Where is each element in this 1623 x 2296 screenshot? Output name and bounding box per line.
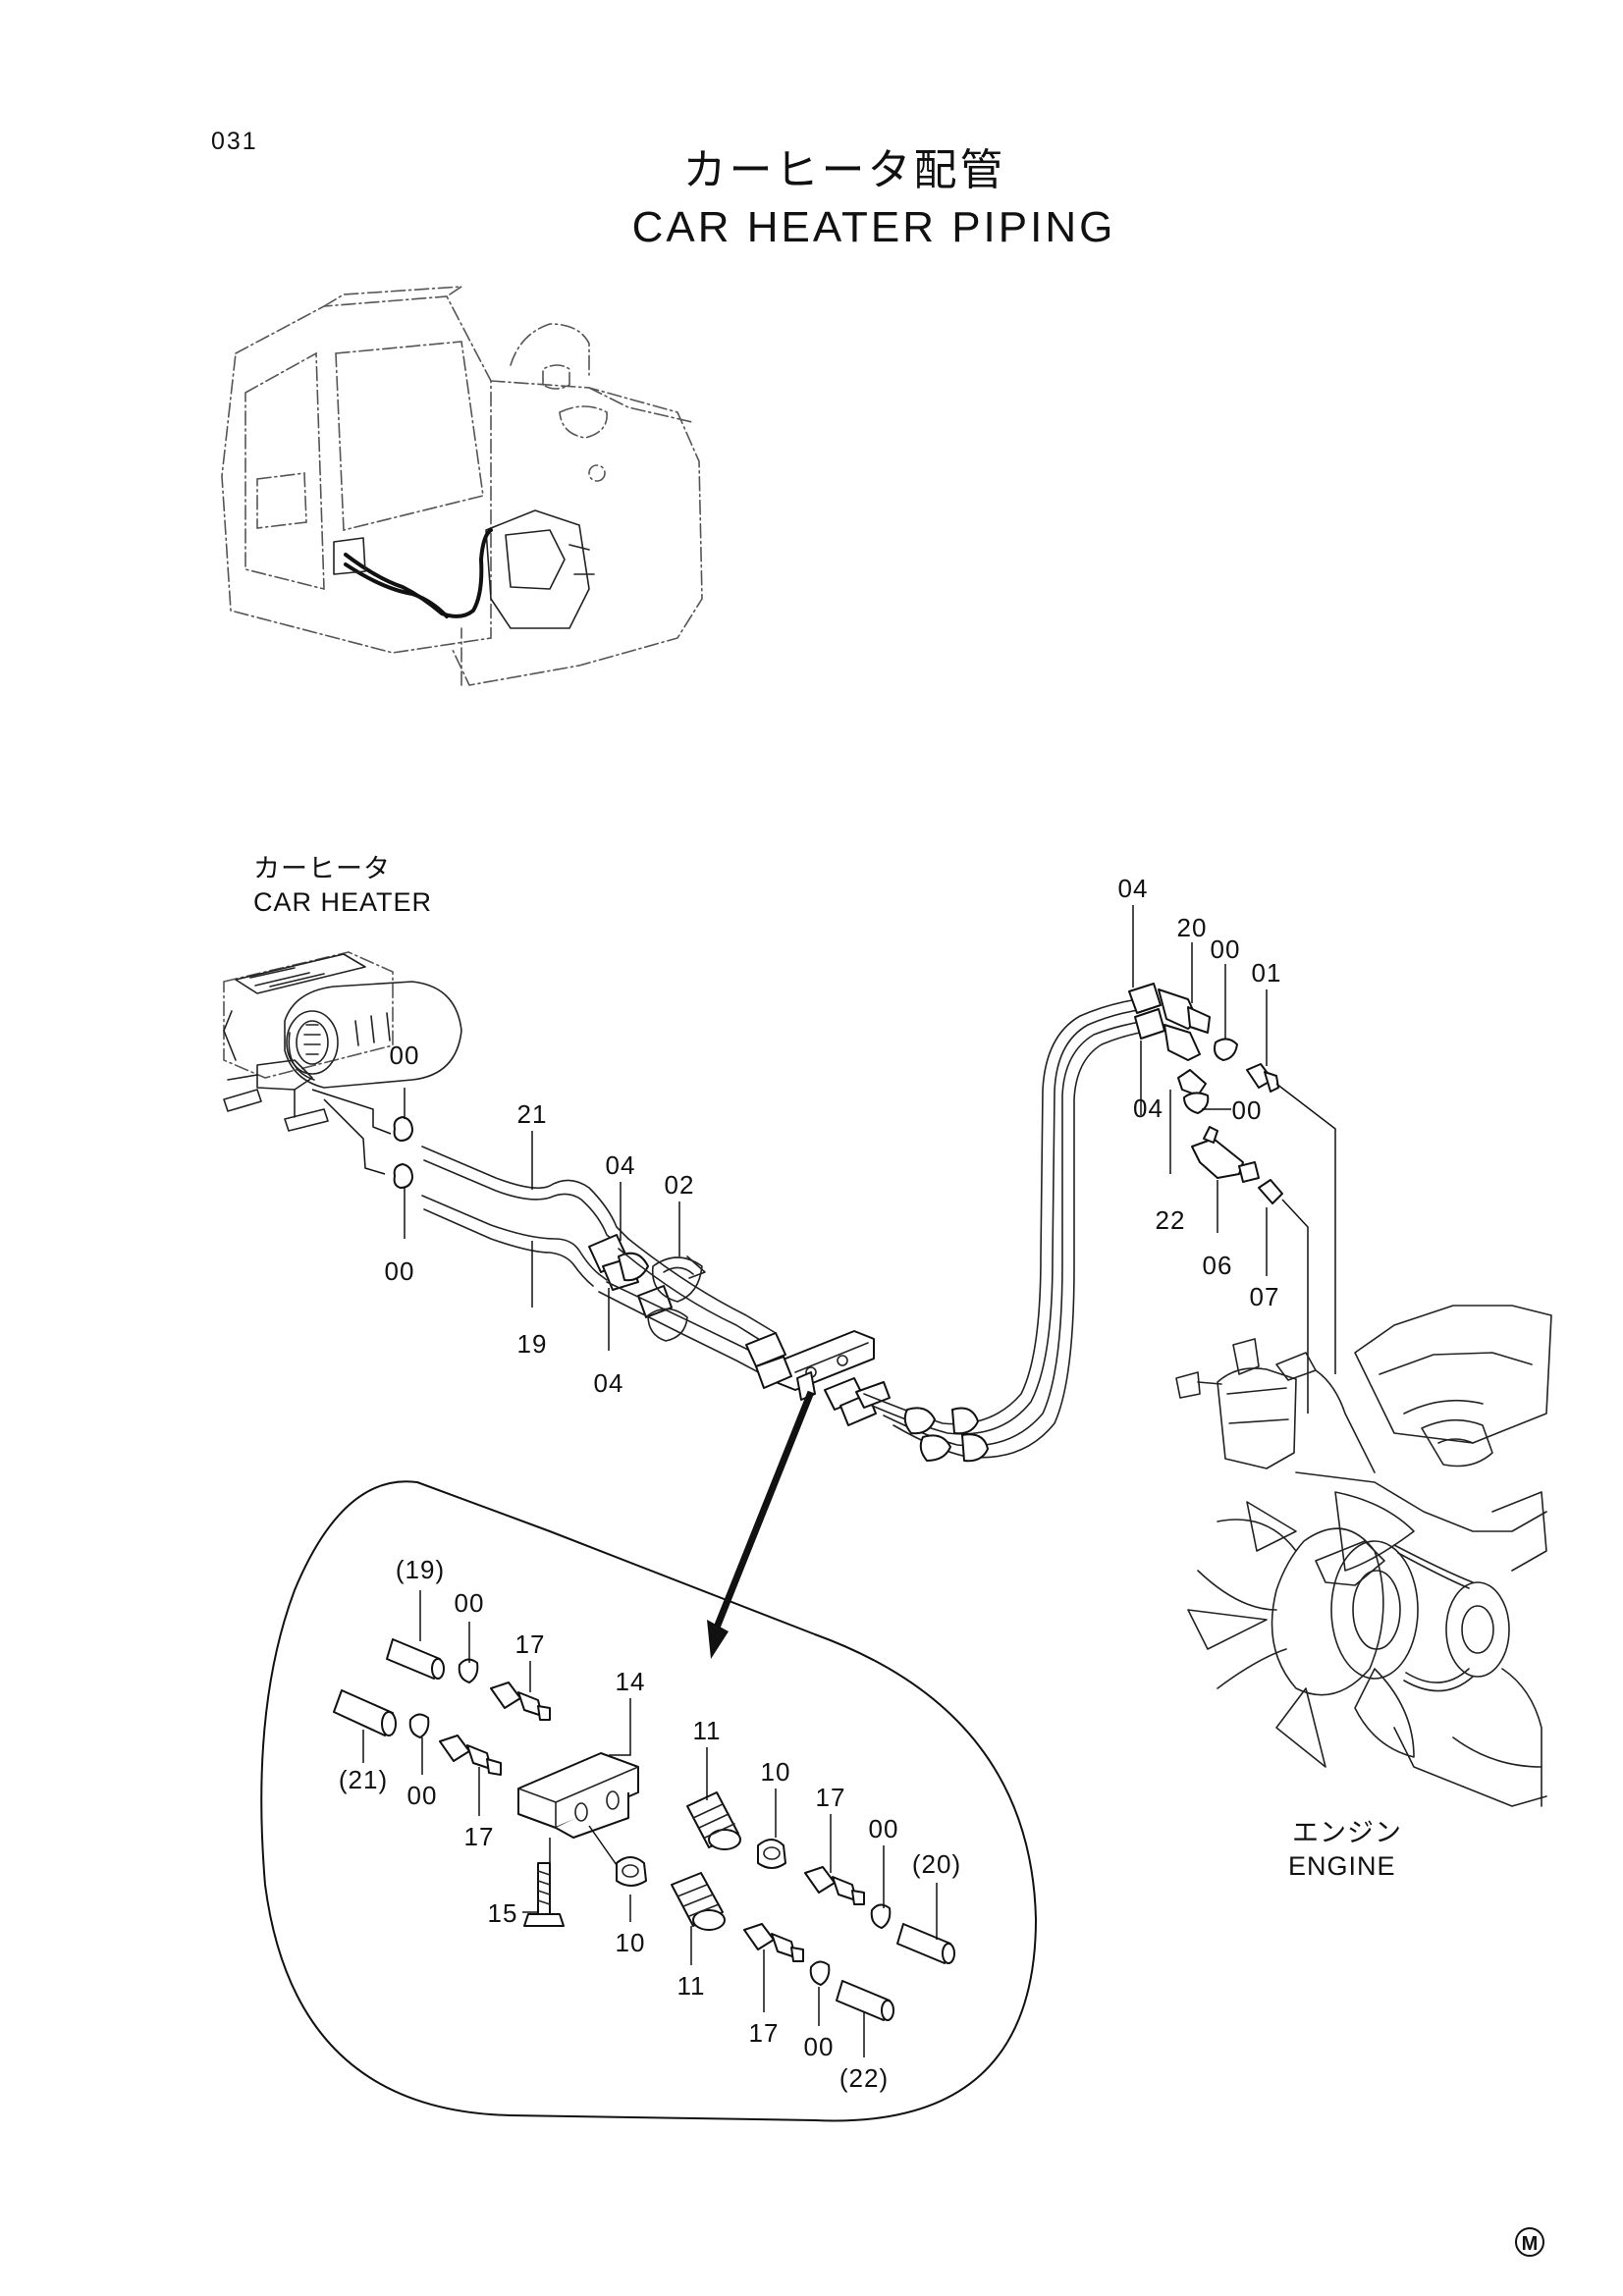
callout-01: 01: [1252, 958, 1282, 988]
detail-callout-00-a: 00: [455, 1588, 485, 1618]
detail-callout-17-d: 17: [749, 2018, 780, 2048]
detail-callout-00-b: 00: [407, 1781, 438, 1810]
detail-callout-20: (20): [912, 1849, 961, 1879]
detail-callout-17-a: 17: [515, 1629, 546, 1659]
callout-04-left-lower: 04: [594, 1368, 624, 1398]
detail-callout-19: (19): [396, 1555, 445, 1584]
callout-07: 07: [1250, 1282, 1280, 1311]
callout-21: 21: [517, 1099, 548, 1129]
title-english: CAR HEATER PIPING: [632, 203, 1116, 251]
heater-caption-japanese: カーヒータ: [253, 854, 391, 883]
detail-callout-15: 15: [488, 1898, 518, 1928]
engine-assembly: [1175, 1305, 1552, 1807]
detail-callout-10-a: 10: [761, 1757, 791, 1787]
detail-leader-line: [709, 1390, 815, 1639]
detail-callout-11-b: 11: [677, 1971, 706, 2001]
callout-19: 19: [517, 1329, 548, 1359]
callout-leaders: [404, 905, 1268, 1351]
callout-04-right-upper: 04: [1118, 874, 1149, 903]
heater-caption-english: CAR HEATER: [253, 887, 432, 917]
detail-callout-00-d: 00: [804, 2032, 835, 2061]
callout-04-left-upper: 04: [606, 1150, 636, 1180]
mark-circle: [1515, 2227, 1544, 2257]
detail-callout-21: (21): [339, 1765, 388, 1794]
junction-detail: [260, 1480, 1037, 2122]
detail-callout-11-a: 11: [693, 1716, 722, 1745]
page-number: 031: [211, 128, 258, 155]
hose-routing: [393, 983, 1336, 1463]
main-callouts: 00 00 21 19 04 02 04 04 20 00 01 00 04 2…: [385, 874, 1282, 1398]
detail-callout-14: 14: [616, 1667, 646, 1696]
callout-00-right-lower: 00: [1232, 1095, 1263, 1125]
car-heater-unit: [223, 951, 462, 1175]
detail-callout-22: (22): [839, 2063, 889, 2093]
callout-00-right-upper: 00: [1211, 934, 1241, 964]
detail-callout-17-c: 17: [816, 1783, 846, 1812]
detail-leader-arrow: [707, 1620, 729, 1659]
engine-caption-japanese: エンジン: [1292, 1818, 1402, 1847]
detail-callouts: (19) 00 17 14 (21) 00 17 11 10 17 00 (20…: [339, 1555, 961, 2093]
engine-caption-english: ENGINE: [1288, 1851, 1396, 1881]
callout-06: 06: [1203, 1251, 1233, 1280]
detail-callout-17-b: 17: [464, 1822, 495, 1851]
detail-callout-10-b: 10: [616, 1928, 646, 1957]
callout-20: 20: [1177, 913, 1208, 942]
callout-02: 02: [665, 1170, 695, 1200]
callout-04-right-lower: 04: [1133, 1094, 1163, 1123]
callout-00-heater-bottom: 00: [385, 1256, 415, 1286]
callout-22: 22: [1156, 1205, 1186, 1235]
title-japanese: カーヒータ配管: [683, 146, 1006, 194]
excavator-overview: [221, 286, 703, 686]
callout-00-heater-top: 00: [390, 1041, 420, 1070]
mark-letter: M: [1522, 2233, 1539, 2255]
detail-callout-00-c: 00: [869, 1814, 899, 1843]
